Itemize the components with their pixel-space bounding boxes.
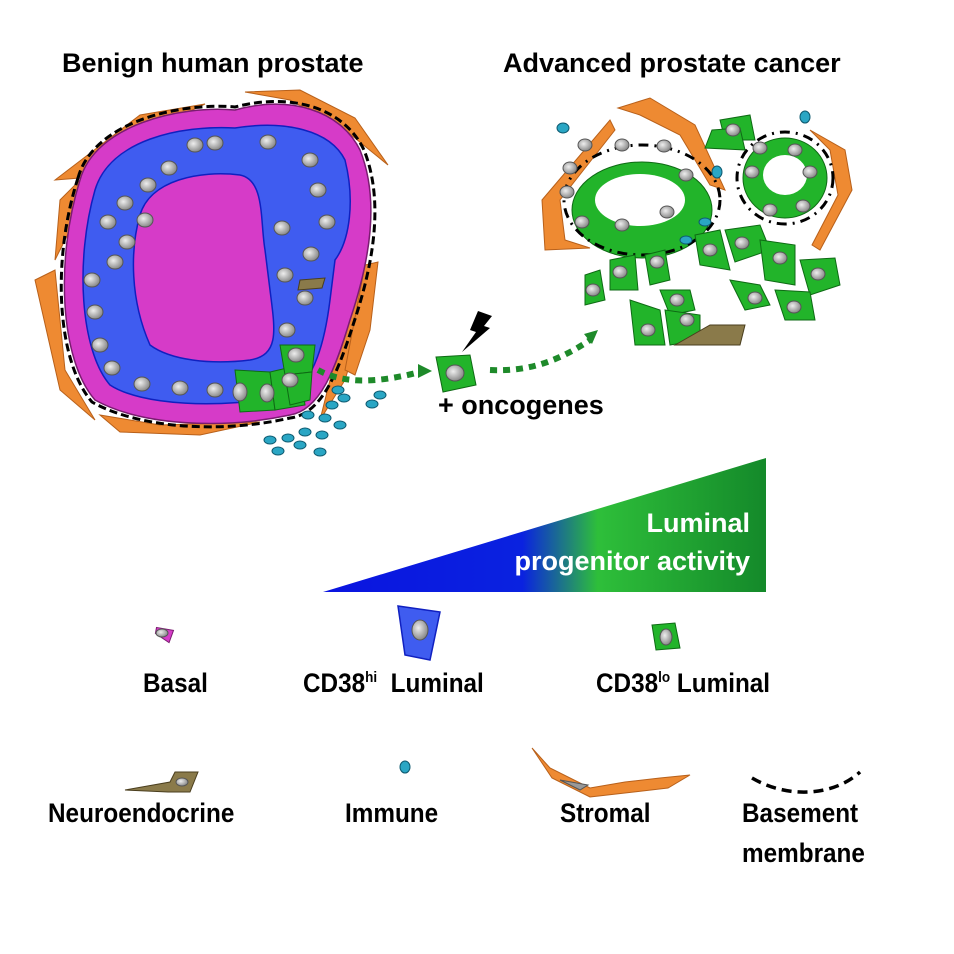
- arrowhead-2-icon: [584, 330, 598, 344]
- cancer-tissue: [541, 97, 853, 346]
- neuroendocrine-legend-icon: [124, 771, 199, 793]
- arrow-to-cancer: [489, 337, 592, 374]
- arrowhead-1-icon: [418, 364, 432, 378]
- cd38lo-prefix: CD38: [596, 668, 659, 698]
- gradient-label-line1: Luminal: [646, 508, 750, 538]
- immune-legend-icon: [399, 760, 411, 774]
- oncogenes-label: + oncogenes: [438, 390, 604, 420]
- legend-neuroendocrine: Neuroendocrine: [48, 798, 235, 828]
- basement-membrane-legend-icon: [751, 770, 862, 794]
- nucleus: [445, 364, 465, 382]
- benign-title: Benign human prostate: [62, 48, 364, 78]
- legend-basement-line1: Basement: [742, 798, 859, 828]
- legend-immune: Immune: [345, 798, 439, 828]
- cancer-title: Advanced prostate cancer: [503, 48, 841, 78]
- cd38lo-suffix: Luminal: [676, 668, 771, 698]
- basement-membrane: [59, 100, 377, 429]
- legend-basal: Basal: [143, 668, 208, 698]
- stromal-legend-icon: [531, 747, 691, 798]
- neuroendocrine-cell: [297, 277, 326, 291]
- arrow-to-transformed-cell: [316, 367, 421, 384]
- benign-gland: [34, 89, 389, 457]
- legend-stromal: Stromal: [560, 798, 651, 828]
- neuroendocrine-cell: [673, 324, 746, 346]
- legend-cd38lo: CD38lo Luminal: [596, 668, 770, 699]
- cd38hi-sup: hi: [365, 669, 378, 686]
- legend-basement-line2: membrane: [742, 838, 865, 868]
- lightning-bolt-icon: [462, 311, 492, 352]
- cd38hi-prefix: CD38: [303, 668, 366, 698]
- immune-cells: [263, 385, 387, 457]
- luminal-progenitor-gradient: [323, 458, 766, 592]
- legend-cd38hi: CD38hi Luminal: [303, 668, 484, 699]
- cd38lo-sup: lo: [658, 669, 671, 686]
- gradient-label-line2: progenitor activity: [514, 546, 750, 576]
- cd38hi-suffix: Luminal: [390, 668, 484, 698]
- nuclei: [83, 134, 336, 403]
